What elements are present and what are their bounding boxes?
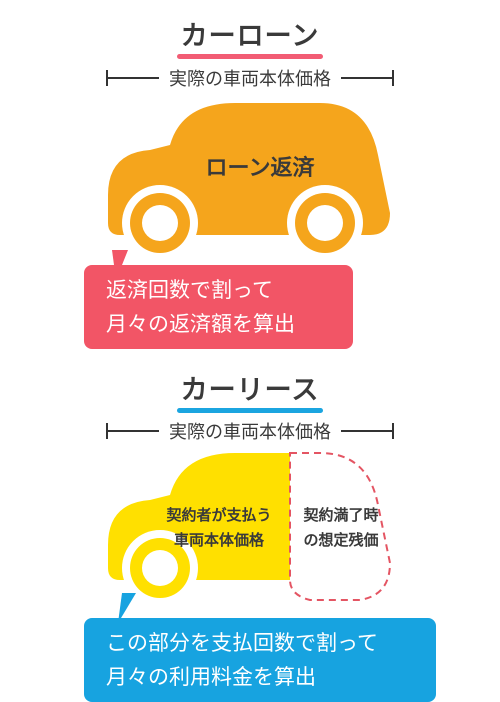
loan-front-hub <box>142 205 178 241</box>
lease-callout-pointer <box>118 593 136 623</box>
loan-title: カーローン <box>0 14 500 59</box>
lease-residual-label-line1: 契約満了時 <box>303 506 379 524</box>
lease-paid-label: 契約者が支払う 車両本体価格 <box>150 503 288 553</box>
lease-front-hub <box>142 550 178 586</box>
lease-span-right-tick <box>392 423 394 439</box>
lease-paid-label-line2: 車両本体価格 <box>173 531 264 549</box>
loan-car-label: ローン返済 <box>205 156 315 181</box>
loan-rear-hub <box>307 205 343 241</box>
lease-title: カーリース <box>0 368 500 413</box>
lease-title-text: カーリース <box>180 375 320 406</box>
car-silhouette-split-icon <box>108 452 392 623</box>
lease-residual-label: 契約満了時 の想定残価 <box>292 503 390 553</box>
loan-span-label-text: 実際の車両本体価格 <box>159 69 341 90</box>
lease-callout-line1: この部分を支払回数で割って <box>106 631 378 655</box>
lease-residual-label-line2: の想定残価 <box>303 531 379 549</box>
loan-callout: 返済回数で割って 月々の返済額を算出 <box>84 265 353 349</box>
loan-span-right-tick <box>392 70 394 86</box>
loan-span-label: 実際の車両本体価格 <box>0 65 500 91</box>
car-silhouette-icon <box>108 103 390 270</box>
lease-callout: この部分を支払回数で割って 月々の利用料金を算出 <box>84 618 436 702</box>
lease-span-label-text: 実際の車両本体価格 <box>159 422 341 443</box>
loan-callout-line1: 返済回数で割って <box>106 278 273 302</box>
lease-title-underline <box>176 408 324 413</box>
lease-span-label: 実際の車両本体価格 <box>0 418 500 444</box>
lease-paid-label-line1: 契約者が支払う <box>166 506 272 524</box>
lease-car-residual-outline <box>289 452 392 601</box>
loan-title-text: カーローン <box>180 21 320 52</box>
loan-title-underline <box>176 54 324 59</box>
loan-callout-line2: 月々の返済額を算出 <box>106 312 295 336</box>
lease-callout-line2: 月々の利用料金を算出 <box>106 665 316 689</box>
